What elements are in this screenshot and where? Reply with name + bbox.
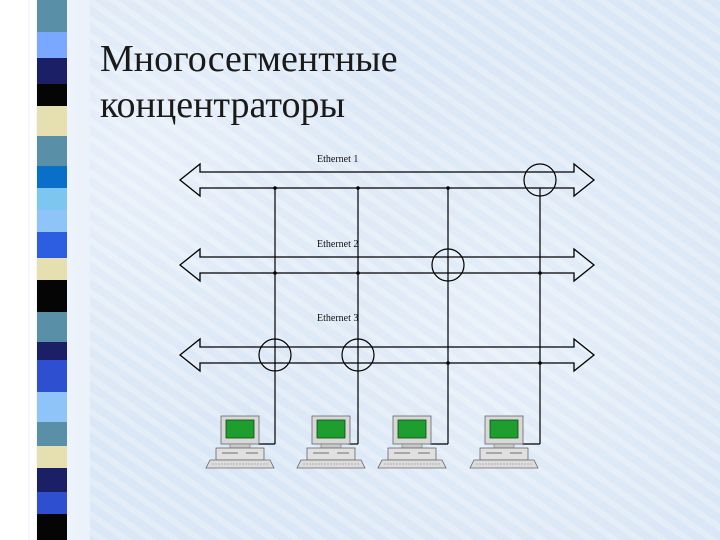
title-line-2: концентраторы bbox=[100, 84, 345, 126]
bus-label-2: Ethernet 2 bbox=[317, 239, 358, 250]
computer-icon-3 bbox=[377, 415, 447, 469]
link-marker-pc3-eth2 bbox=[431, 248, 465, 282]
decorative-sidebar bbox=[0, 0, 90, 540]
color-strip bbox=[37, 0, 67, 540]
link-marker-pc4-eth1 bbox=[523, 163, 557, 197]
link-marker-pc1-eth3 bbox=[258, 338, 292, 372]
page-title: Многосегментные концентраторы bbox=[100, 36, 660, 128]
computer-icon-1 bbox=[205, 415, 275, 469]
bus-label-1: Ethernet 1 bbox=[317, 154, 358, 165]
bus-ethernet-1: Ethernet 1 bbox=[178, 154, 596, 198]
sidebar-edge bbox=[30, 0, 36, 540]
bus-ethernet-3: Ethernet 3 bbox=[178, 313, 596, 373]
bus-ethernet-2: Ethernet 2 bbox=[178, 239, 596, 283]
drop-lines bbox=[258, 188, 541, 445]
tap-points bbox=[273, 186, 542, 365]
bus-label-3: Ethernet 3 bbox=[317, 313, 358, 324]
computer-icon-2 bbox=[296, 415, 366, 469]
title-line-1: Многосегментные bbox=[100, 38, 398, 80]
computer-icon-4 bbox=[469, 415, 539, 469]
link-marker-pc2-eth3 bbox=[341, 338, 375, 372]
connection-markers bbox=[258, 163, 557, 372]
